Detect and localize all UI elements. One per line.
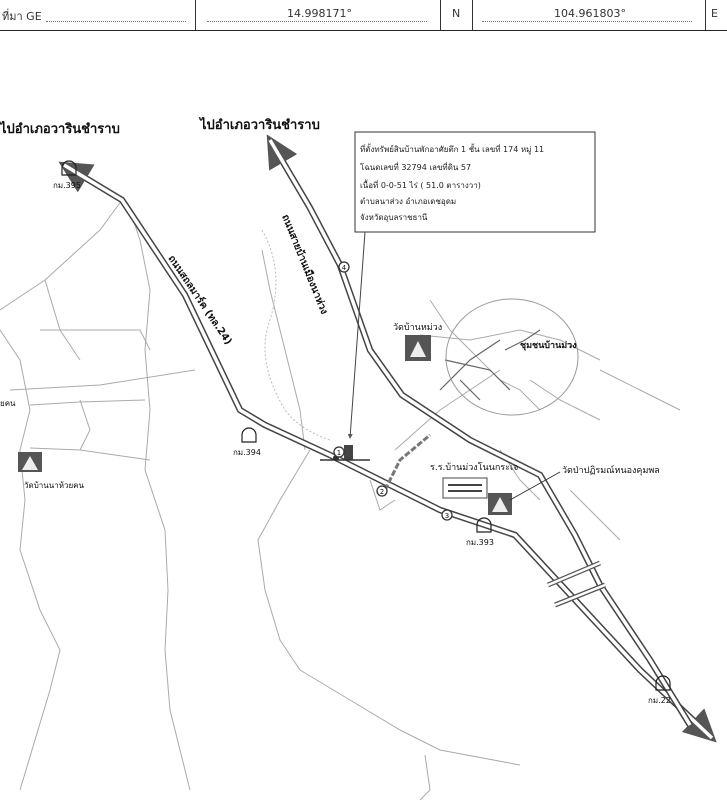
source-label: ที่มา GE [2,10,42,23]
coordinate-header: ที่มา GE 14.998171° N 104.961803° E [0,0,727,31]
property-pointer-line [347,231,366,439]
connector-roads [383,433,606,608]
info-line-1: ที่ตั้งทรัพย์สินบ้านพักอาศัยตึก 1 ชั้น เ… [360,143,544,155]
info-line-2: โฉนดเลขที่ 32794 เลขที่ดิน 57 [360,161,471,172]
temple-label-left: วัดบ้านนาห้วยคน [24,481,84,490]
lon-suffix: E [711,7,718,20]
info-line-4: ตำบลนาส่วง อำเภอเดชอุดม [360,197,456,206]
km-label-395: กม.395 [53,181,81,190]
longitude-dotted-line [482,21,692,22]
route-marker-1: 1 [337,449,341,457]
km-label-393: กม.393 [466,538,494,547]
district-dotted-line [261,229,331,441]
location-map: ไปอำเภอวารินชำราบ ไปอำเภอวารินชำราบ ถนนส… [0,116,717,800]
km-label-22: กม.22 [648,696,671,705]
temple-label-nongmuang: วัดบ้านหม่วง [393,322,442,333]
secondary-road [266,134,693,727]
temple-icon [18,335,512,515]
boundary-lines [0,199,681,800]
source-dotted-line [46,21,186,22]
community-circle [445,298,579,416]
km-post-icon [61,160,671,691]
route-marker-2: 2 [380,488,384,496]
latitude-cell: 14.998171° [195,0,441,30]
route-marker-4: 4 [342,264,347,272]
route-marker [333,261,453,521]
temple-label-forest: วัดป่าปฏิรมณ์หนองคุมพล [562,464,660,476]
info-line-3: เนื้อที่ 0-0-51 ไร่ ( 51.0 ตารางวา) [360,179,481,190]
route-marker-3: 3 [445,512,449,520]
left-cut-label: ยคน [0,399,16,408]
latitude-dotted-line [207,21,427,22]
source-cell: ที่มา GE [0,0,196,30]
community-streets [439,329,541,401]
property-info-box: ที่ตั้งทรัพย์สินบ้านพักอาศัยตึก 1 ชั้น เ… [354,131,596,233]
school-label: ร.ร.บ้านม่วงโนนกระเจ [430,462,518,473]
school-building-icon [442,477,488,499]
destination-label-left: ไปอำเภอวารินชำราบ [0,120,120,137]
lon-suffix-cell: E [705,0,727,30]
destination-label-center: ไปอำเภอวารินชำราบ [198,116,320,133]
latitude-value: 14.998171° [287,7,352,20]
lat-suffix: N [452,7,461,20]
info-line-5: จังหวัดอุบลราชธานี [360,213,428,222]
highway-24 [58,161,717,743]
longitude-value: 104.961803° [554,7,626,20]
lat-suffix-cell: N [440,0,473,30]
community-label: ชุมชนบ้านม่วง [520,340,577,351]
longitude-cell: 104.961803° [472,0,706,30]
km-label-394: กม.394 [233,448,261,457]
temple-forest-leader [509,471,561,501]
